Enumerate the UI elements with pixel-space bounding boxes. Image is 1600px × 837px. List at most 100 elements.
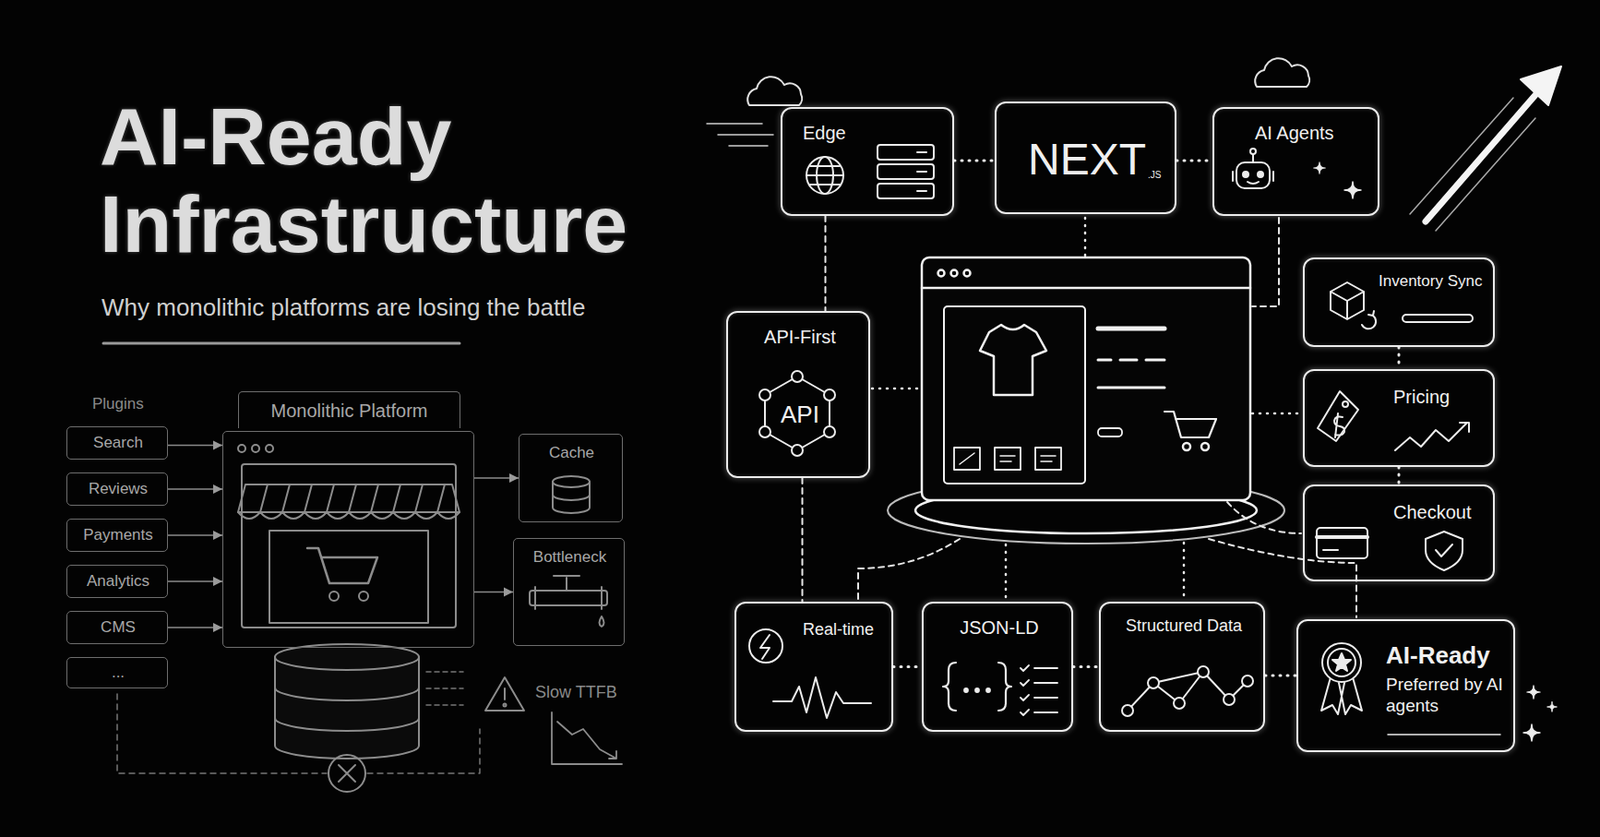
graph-icon-part (1122, 704, 1134, 717)
cache-icon (552, 476, 590, 514)
monolith-illustration-part (260, 484, 445, 513)
storefront-window-part (1035, 447, 1062, 470)
monolith-illustration-part (307, 548, 378, 584)
connector (1265, 674, 1297, 678)
realtime-icon (749, 629, 872, 718)
plugin-box: Analytics (66, 564, 168, 598)
growth-arrow-part (1425, 88, 1541, 222)
node-label: Reviews (74, 479, 162, 499)
monolith-illustration-part (269, 530, 429, 623)
price-tag-icon-part (1317, 391, 1359, 442)
storefront-window-part (964, 270, 971, 277)
sparkles-part (1523, 724, 1541, 741)
center-wires (858, 217, 1357, 618)
node-label: Checkout (1393, 501, 1492, 524)
node-label: JSON-LD (931, 616, 1068, 639)
json-icon-part (964, 688, 968, 693)
robot-icon-part (1257, 171, 1264, 178)
service-box: Inventory Sync (1302, 257, 1495, 347)
inventory-icon-part (1402, 314, 1473, 323)
subtitle: Why monolithic platforms are losing the … (101, 293, 586, 323)
bottleneck-pipe-part (599, 616, 605, 627)
warning-icon-part (503, 704, 507, 707)
monolith-illustration-part (238, 512, 460, 519)
center-wires-part (1252, 217, 1279, 307)
graph-icon-part (1127, 671, 1248, 711)
api-hexagon-part (759, 426, 771, 438)
award-rosette-part (1332, 653, 1351, 671)
storefront-window-part (943, 306, 1086, 484)
failure-x (328, 754, 366, 792)
center-wires-part (858, 538, 960, 600)
edge-box: Edge (780, 107, 955, 216)
api-hexagon-part (791, 444, 803, 456)
node-label: Real-time (802, 620, 890, 641)
plugin-box: Search (66, 426, 168, 460)
json-icon-part (986, 688, 991, 693)
connector (474, 591, 514, 594)
warning-label: Slow TTFB (535, 682, 618, 704)
bottleneck-pipe-part (529, 590, 608, 606)
storefront-window-part (921, 257, 1251, 501)
price-tag-icon-part (1395, 422, 1469, 451)
connector (1397, 466, 1401, 485)
connector (167, 534, 223, 537)
storefront-window-part (1098, 386, 1165, 390)
speed-lines-part (706, 123, 774, 146)
monolith-box: Monolithic Platform (222, 430, 475, 648)
node-label: CMS (74, 618, 162, 637)
node-label: API-First (735, 325, 865, 348)
award-rosette-part (1322, 643, 1362, 682)
db-output-lines (426, 671, 464, 705)
title-underline-part (103, 342, 460, 346)
clouds (747, 58, 1310, 106)
plugin-box: Payments (66, 518, 168, 552)
realtime-icon-part (749, 629, 783, 663)
globe-icon (806, 156, 844, 194)
title-underline (103, 342, 460, 346)
growth-arrow-part (1409, 97, 1536, 231)
api-box: API-FirstAPI (726, 310, 871, 478)
checkout-icons-part (1316, 535, 1368, 539)
database-cylinder-part (274, 687, 419, 731)
plugin-box: ... (66, 656, 168, 689)
checkout-icons-part (1425, 531, 1463, 571)
robot-icon-part (1236, 162, 1270, 189)
server-icon-part (917, 152, 927, 192)
monolith-illustration-part (329, 591, 339, 601)
failure-path (117, 693, 480, 774)
monolith-illustration-part (265, 444, 274, 453)
bottleneck-box: Bottleneck (513, 537, 625, 646)
price-tag-icon-part (1334, 413, 1345, 438)
feature-box: Structured Data (1098, 601, 1266, 732)
node-label: Cache (526, 443, 617, 463)
award-rosette-part (1327, 648, 1356, 677)
connector (1176, 159, 1213, 163)
inventory-icon-part (1330, 282, 1364, 320)
graph-icon-part (1173, 697, 1185, 709)
db-output-lines-part (426, 671, 464, 705)
growth-arrow (1409, 66, 1562, 231)
sparkles-part (1527, 685, 1541, 699)
api-hexagon-part (791, 370, 803, 383)
bottleneck-pipe-part (535, 575, 602, 609)
graph-icon-part (1241, 675, 1254, 687)
feature-box: Real-time (734, 601, 894, 732)
failure-path-part (117, 693, 480, 774)
slow-chart-part (557, 721, 617, 759)
plugin-box: Reviews (66, 472, 168, 506)
sparkles-part (1344, 181, 1362, 199)
monolith-illustration-part (238, 444, 246, 453)
connector (954, 159, 995, 163)
service-box: Checkout (1302, 484, 1495, 582)
graph-icon-part (1197, 666, 1209, 678)
node-sublabel: API (735, 400, 865, 430)
cache-box: Cache (518, 433, 623, 523)
connector (1397, 346, 1401, 370)
connector (824, 215, 827, 311)
group-label: Plugins (92, 394, 144, 414)
monolith-illustration-part (358, 591, 369, 601)
center-wires-part (1208, 538, 1357, 618)
storefront-window-part (994, 447, 1021, 470)
robot-icon (1232, 148, 1274, 189)
